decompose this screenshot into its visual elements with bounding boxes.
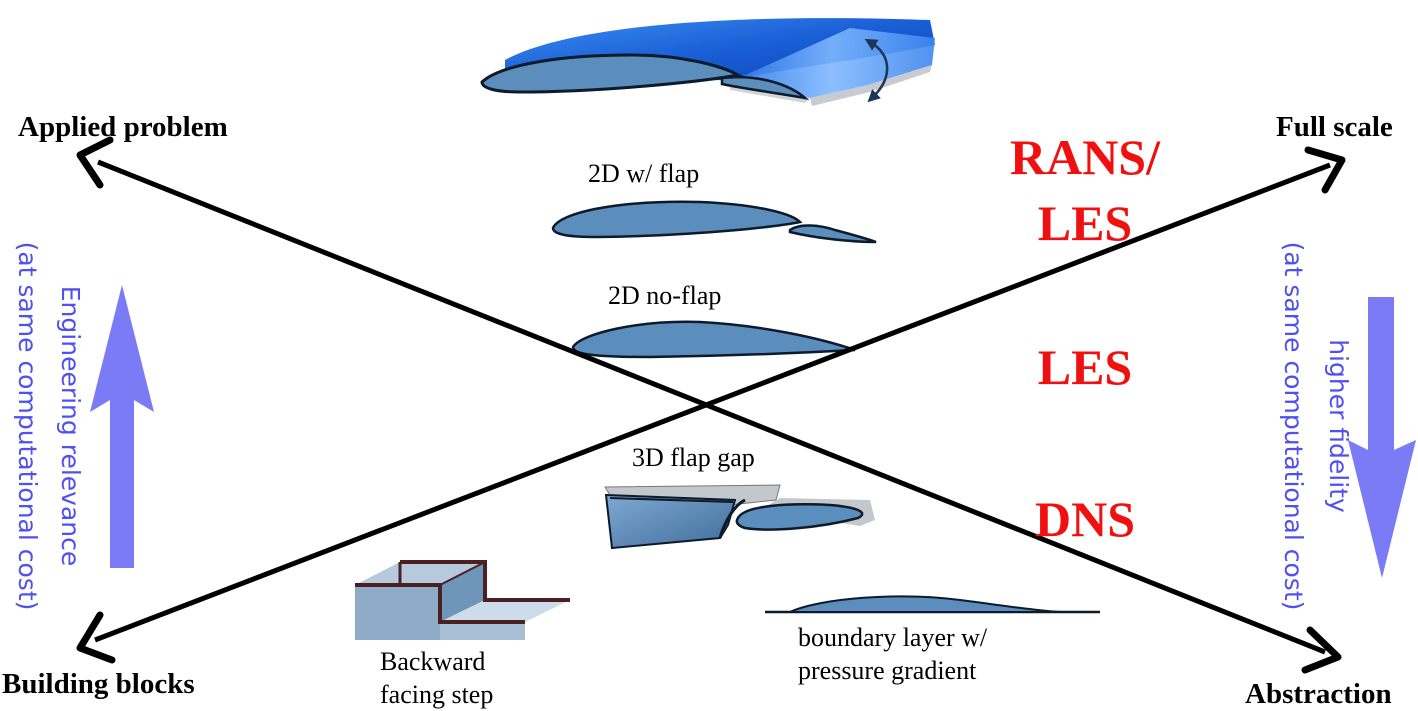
method-rans-les-line1: RANS/ xyxy=(1009,129,1161,185)
left-axis-line2: (at same computational cost) xyxy=(13,241,42,611)
corner-label-full-scale: Full scale xyxy=(1276,111,1393,143)
corner-label-abstraction: Abstraction xyxy=(1245,678,1392,710)
arrowhead-top-left xyxy=(76,136,114,189)
diagonal-applied-to-abstraction xyxy=(97,159,1326,655)
backward-facing-step xyxy=(355,560,570,640)
caption-2d-flap: 2D w/ flap xyxy=(588,159,700,188)
arrowhead-bottom-right xyxy=(1301,626,1342,674)
method-rans-les-line2: LES xyxy=(1037,195,1133,251)
left-axis-line1: Engineering relevance xyxy=(56,285,85,567)
caption-2d-noflap: 2D no-flap xyxy=(608,281,722,310)
diagonal-building-to-fullscale xyxy=(94,162,1331,643)
arrowhead-top-right xyxy=(1304,146,1346,194)
left-up-arrow xyxy=(90,285,154,568)
method-dns: DNS xyxy=(1034,491,1136,547)
airfoil-2d-noflap xyxy=(571,320,856,359)
right-axis-line1: higher fidelity xyxy=(1324,339,1353,513)
arrowhead-bottom-left xyxy=(76,611,116,664)
right-down-arrow xyxy=(1348,297,1416,578)
corner-label-applied-problem: Applied problem xyxy=(18,111,228,143)
wing-3d-illustration xyxy=(480,18,935,106)
caption-bfs-line2: facing step xyxy=(380,680,494,709)
boundary-layer-bump xyxy=(765,595,1100,614)
caption-bfs-line1: Backward xyxy=(380,647,486,676)
caption-3d-flap-gap: 3D flap gap xyxy=(632,443,755,472)
caption-bl-line1: boundary layer w/ xyxy=(798,623,988,652)
flap-gap-3d xyxy=(604,484,875,550)
caption-bl-line2: pressure gradient xyxy=(798,656,977,685)
airfoil-2d-flap xyxy=(551,200,877,244)
cross-arrows xyxy=(76,136,1346,674)
method-les: LES xyxy=(1037,339,1133,395)
corner-label-building-blocks: Building blocks xyxy=(2,668,195,700)
right-axis-line2: (at same computational cost) xyxy=(1279,241,1308,611)
